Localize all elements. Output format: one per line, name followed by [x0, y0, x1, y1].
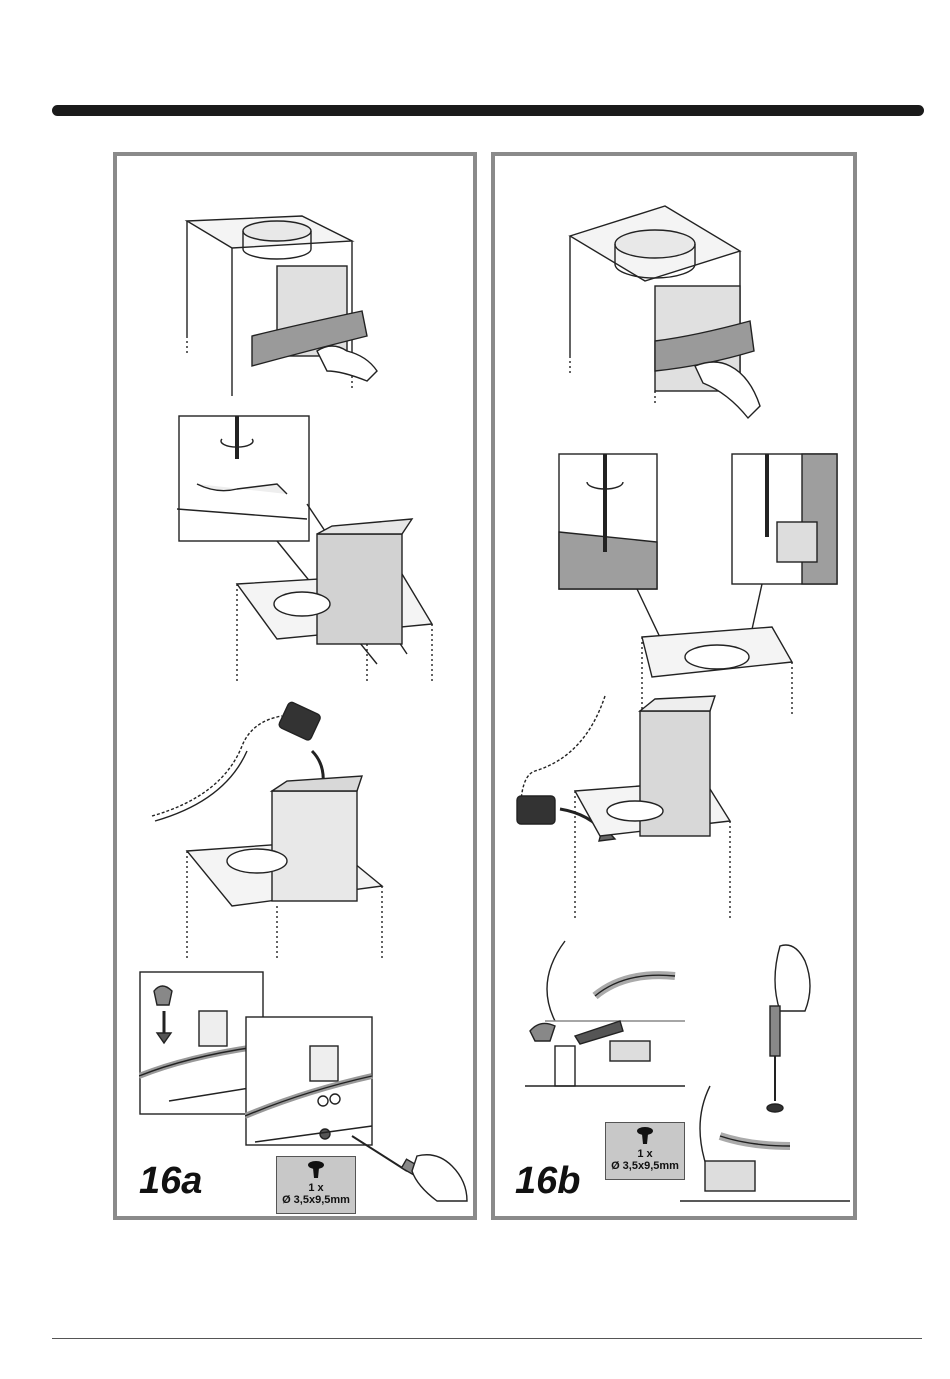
screw-size: Ø 3,5x9,5mm — [277, 1194, 355, 1206]
screw-spec-16a: 1 x Ø 3,5x9,5mm — [276, 1156, 356, 1214]
screw-icon — [306, 1160, 326, 1180]
footer-rule — [52, 1338, 922, 1339]
illustration-screwdriver-16a — [347, 1126, 472, 1211]
header-bar — [52, 105, 924, 116]
illustration-plug-cable-16a — [147, 701, 407, 966]
panel-16b: 1 x Ø 3,5x9,5mm 16b — [491, 152, 857, 1220]
screw-icon — [635, 1126, 655, 1146]
illustration-fix-bracket-16a — [177, 414, 447, 689]
screw-quantity: 1 x — [606, 1148, 684, 1160]
illustration-plug-cable-16b — [505, 691, 765, 926]
screw-quantity: 1 x — [277, 1182, 355, 1194]
illustration-fix-brackets-16b — [557, 452, 842, 722]
illustration-screwdriver-16b — [680, 936, 855, 1216]
step-label-16a: 16a — [139, 1160, 202, 1203]
illustration-clip-cable-16b — [525, 936, 685, 1096]
screw-size: Ø 3,5x9,5mm — [606, 1160, 684, 1172]
step-label-16b: 16b — [515, 1160, 580, 1203]
illustration-remove-tape-16b — [565, 176, 795, 446]
illustration-remove-tape-16a — [177, 186, 397, 406]
screw-spec-16b: 1 x Ø 3,5x9,5mm — [605, 1122, 685, 1180]
panel-16a: 1 x Ø 3,5x9,5mm 16a — [113, 152, 477, 1220]
